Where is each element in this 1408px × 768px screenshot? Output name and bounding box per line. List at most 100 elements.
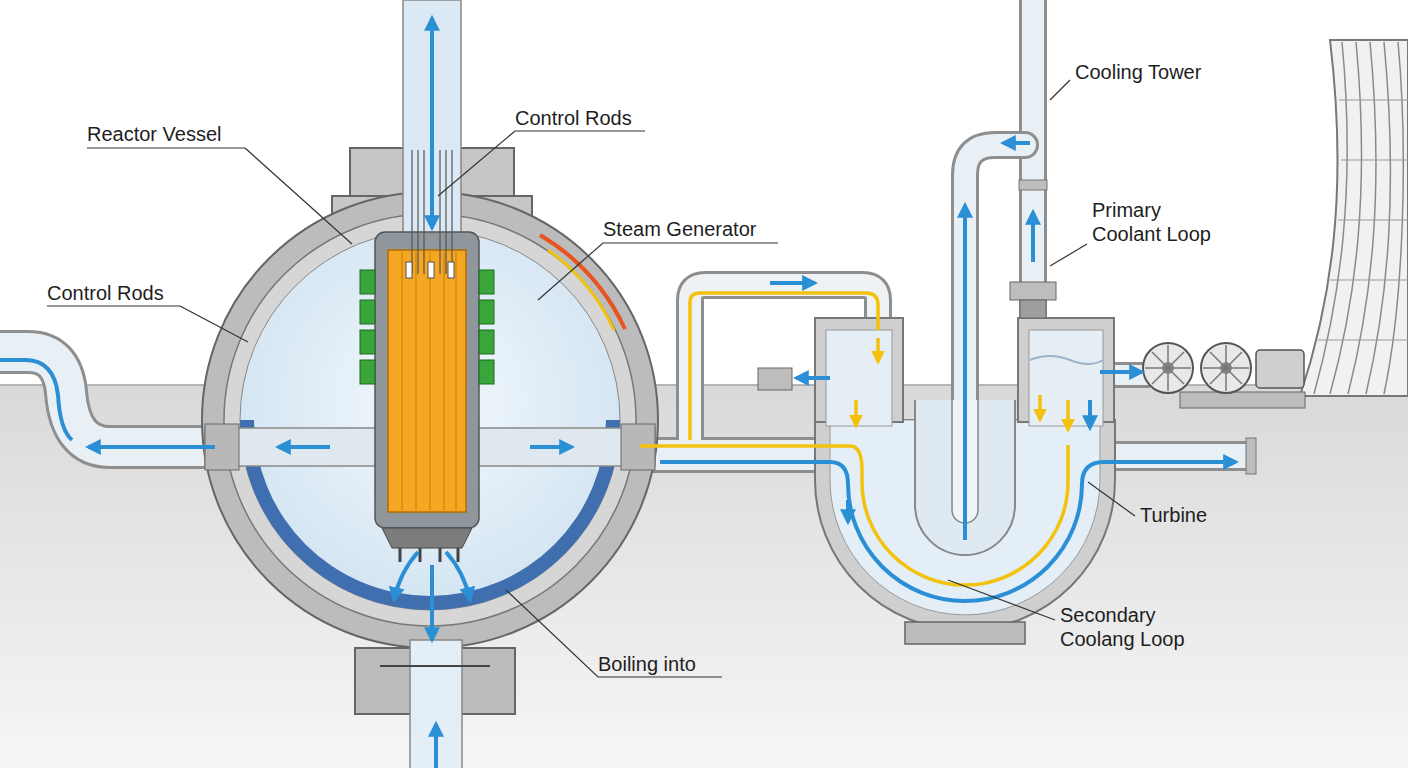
steam-arrow xyxy=(876,338,880,362)
pump-wheel xyxy=(1143,343,1193,393)
generator-base xyxy=(905,622,1025,644)
pump-blades xyxy=(1145,345,1191,391)
pump-base xyxy=(1180,392,1305,408)
control-rod xyxy=(423,150,424,274)
control-rod xyxy=(439,150,440,274)
fuel-rod xyxy=(443,252,445,510)
flow-arrow xyxy=(394,552,418,600)
tower-ring xyxy=(1330,280,1408,281)
ground xyxy=(0,385,1408,768)
control-rod xyxy=(411,150,412,274)
coolant-flow xyxy=(0,18,1236,768)
nozzle-seam xyxy=(380,665,490,667)
moderator-block xyxy=(360,360,375,384)
support-leg xyxy=(399,548,402,562)
steam-line xyxy=(640,445,1068,585)
steam-arrow xyxy=(1066,400,1070,430)
tower-ring xyxy=(1341,160,1408,161)
support-leg xyxy=(439,548,442,562)
flow-arrow xyxy=(963,205,967,540)
reactor-vessel xyxy=(202,0,658,768)
flow-line xyxy=(0,360,72,440)
flow-arrow xyxy=(88,445,215,449)
left-pipe-bore xyxy=(0,352,215,447)
generator-tank-inner xyxy=(826,330,892,426)
part-label: Steam Generator xyxy=(603,217,756,241)
fuel-rod xyxy=(455,252,457,510)
moderator-block xyxy=(360,330,375,354)
steam-arrow xyxy=(1038,395,1042,420)
fuel-rod xyxy=(401,252,403,510)
tower-ring xyxy=(1338,220,1408,221)
control-rod xyxy=(451,150,452,274)
flow-arrow xyxy=(1003,141,1030,145)
tower-pipe-bore xyxy=(1022,0,1044,322)
support-leg xyxy=(419,548,422,562)
leader-line xyxy=(1088,482,1135,516)
rod-tip xyxy=(406,262,412,278)
tower-pipe xyxy=(1019,0,1047,322)
support-leg xyxy=(457,548,460,562)
flow-arrow xyxy=(530,445,572,449)
leader-line xyxy=(87,148,352,244)
hot-wall xyxy=(540,235,625,329)
leader-line xyxy=(1050,80,1070,100)
tower-ring xyxy=(1339,100,1408,101)
flow-arrow xyxy=(1031,212,1035,262)
flow-arrow xyxy=(430,565,434,640)
pump-wheel xyxy=(1201,343,1251,393)
pump-set xyxy=(1143,343,1305,408)
bottom-nozzle xyxy=(410,640,462,768)
outlet-pipe xyxy=(1110,441,1250,471)
leader-line xyxy=(948,580,1055,620)
reactor-core xyxy=(360,150,494,562)
part-label: Secondary Coolang Loop xyxy=(1060,603,1200,651)
left-pipe xyxy=(0,352,215,447)
tower-shell xyxy=(1300,40,1408,396)
leader-line xyxy=(538,243,778,300)
moderator-block xyxy=(479,300,494,324)
part-label: Control Rods xyxy=(515,106,632,130)
flow-arrow xyxy=(446,552,470,600)
moderator-block xyxy=(479,360,494,384)
rod-tip xyxy=(428,262,434,278)
leader-line xyxy=(47,306,248,342)
tower-rib xyxy=(1366,42,1390,394)
water-surface xyxy=(1030,356,1103,364)
pipe-flange xyxy=(1019,180,1047,190)
fuel-rod xyxy=(429,252,431,510)
part-label: Boiling into xyxy=(598,652,696,676)
core-barrel xyxy=(375,232,479,528)
part-label: Turbine xyxy=(1140,503,1207,527)
control-rod xyxy=(445,150,446,274)
part-label: Cooling Tower xyxy=(1075,60,1201,84)
tower-rib xyxy=(1330,42,1362,394)
vessel-liner xyxy=(224,214,636,626)
leader-line xyxy=(506,590,722,677)
leader-line xyxy=(438,131,645,196)
vessel-water xyxy=(240,230,620,610)
moderator-block xyxy=(360,270,375,294)
vessel-shell xyxy=(202,192,658,648)
pipe-flange xyxy=(1246,438,1256,474)
flow-arrow xyxy=(770,281,815,285)
leader-lines xyxy=(47,80,1135,677)
moderator-block xyxy=(479,270,494,294)
moderator-block xyxy=(360,300,375,324)
tower-ring xyxy=(1318,340,1408,341)
flow-arrow xyxy=(1088,400,1092,428)
flow-arrow xyxy=(1100,370,1142,374)
part-label: Reactor Vessel xyxy=(87,122,222,146)
fuel-assembly xyxy=(388,250,466,512)
part-label: Control Rods xyxy=(47,281,164,305)
pump-motor xyxy=(1256,350,1304,388)
feed-nozzle xyxy=(758,368,792,390)
control-rod xyxy=(417,150,418,274)
flow-arrow xyxy=(846,500,850,522)
steam-arrow xyxy=(854,400,858,426)
valve xyxy=(1010,282,1056,300)
valve-stem xyxy=(1020,300,1046,318)
